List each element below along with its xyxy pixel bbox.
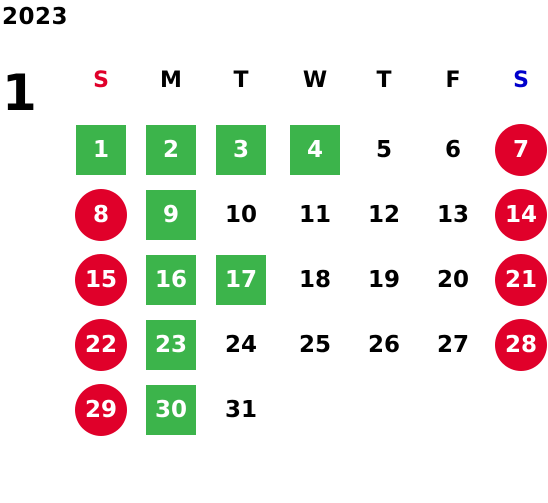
weekday-wed: W <box>302 68 328 93</box>
day-cell-28: 28 <box>495 319 547 371</box>
day-cell-24: 24 <box>224 332 257 358</box>
weekday-sun: S <box>93 68 109 93</box>
day-cell-21: 21 <box>495 254 547 306</box>
day-cell-17: 17 <box>216 255 266 305</box>
day-cell-4: 4 <box>290 125 340 175</box>
weekday-thu: T <box>376 68 392 93</box>
day-cell-18: 18 <box>298 267 331 293</box>
day-cell-30: 30 <box>146 385 196 435</box>
day-cell-3: 3 <box>216 125 266 175</box>
day-cell-25: 25 <box>298 332 331 358</box>
day-cell-6: 6 <box>444 137 461 163</box>
day-cell-15: 15 <box>75 254 127 306</box>
day-cell-5: 5 <box>375 137 392 163</box>
weekday-fri: F <box>445 68 461 93</box>
day-cell-9: 9 <box>146 190 196 240</box>
day-cell-22: 22 <box>75 319 127 371</box>
year-label: 2023 <box>2 4 69 30</box>
day-cell-7: 7 <box>495 124 547 176</box>
day-cell-2: 2 <box>146 125 196 175</box>
weekday-mon: M <box>160 68 182 93</box>
day-cell-14: 14 <box>495 189 547 241</box>
day-cell-16: 16 <box>146 255 196 305</box>
day-cell-27: 27 <box>436 332 469 358</box>
weekday-tue: T <box>233 68 249 93</box>
day-cell-26: 26 <box>367 332 400 358</box>
day-cell-19: 19 <box>367 267 400 293</box>
day-cell-20: 20 <box>436 267 469 293</box>
day-cell-23: 23 <box>146 320 196 370</box>
day-cell-31: 31 <box>224 397 257 423</box>
day-cell-29: 29 <box>75 384 127 436</box>
day-cell-1: 1 <box>76 125 126 175</box>
day-cell-11: 11 <box>298 202 331 228</box>
day-cell-8: 8 <box>75 189 127 241</box>
day-cell-12: 12 <box>367 202 400 228</box>
day-cell-13: 13 <box>436 202 469 228</box>
month-label: 1 <box>2 64 37 122</box>
day-cell-10: 10 <box>224 202 257 228</box>
weekday-sat: S <box>513 68 529 93</box>
